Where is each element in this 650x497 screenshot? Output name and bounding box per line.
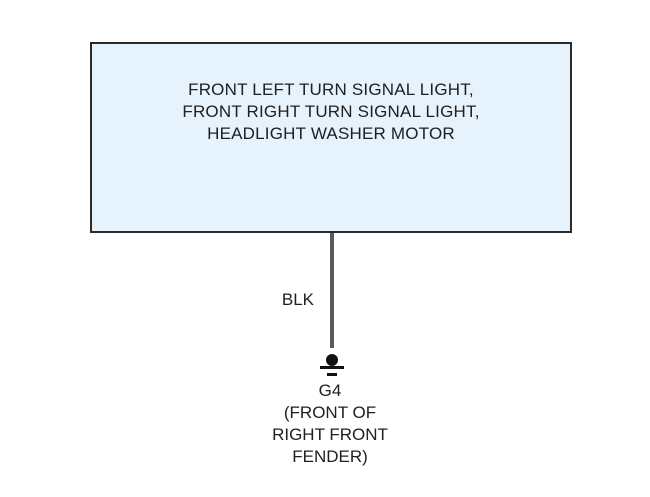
- wire-color-label: BLK: [281, 290, 314, 309]
- component-label-line-1: FRONT LEFT TURN SIGNAL LIGHT,: [188, 80, 474, 99]
- ground-label: G4 (FRONT OF RIGHT FRONT FENDER): [246, 380, 414, 468]
- component-label-line-3: HEADLIGHT WASHER MOTOR: [207, 124, 455, 143]
- ground-symbol-bar-wide: [320, 366, 344, 369]
- ground-symbol-dot: [326, 354, 338, 366]
- component-box: FRONT LEFT TURN SIGNAL LIGHT, FRONT RIGH…: [90, 42, 572, 233]
- ground-location-line-3: FENDER): [292, 447, 368, 466]
- ground-symbol-bar-short: [327, 373, 337, 376]
- component-box-label: FRONT LEFT TURN SIGNAL LIGHT, FRONT RIGH…: [92, 79, 570, 145]
- ground-location-line-1: (FRONT OF: [283, 403, 377, 422]
- ground-location-line-2: RIGHT FRONT: [272, 425, 388, 444]
- ground-wire: [330, 233, 334, 348]
- ground-id: G4: [318, 381, 342, 400]
- component-label-line-2: FRONT RIGHT TURN SIGNAL LIGHT,: [182, 102, 480, 121]
